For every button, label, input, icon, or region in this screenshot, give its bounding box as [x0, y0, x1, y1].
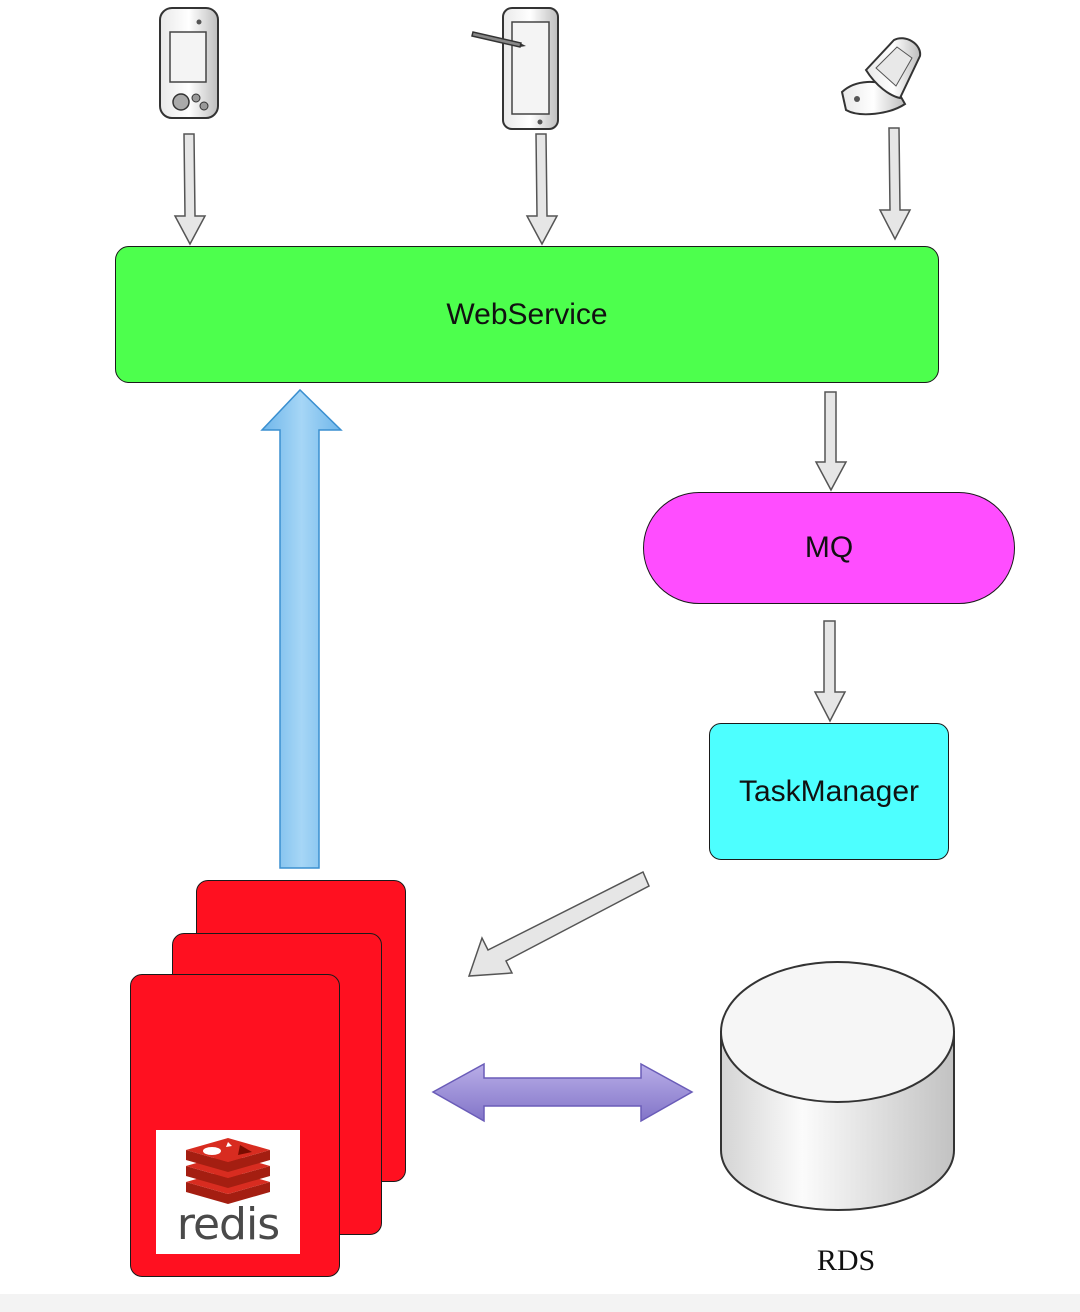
tablet-stylus-icon: [471, 7, 559, 130]
flow-arrow-taskmanager-redis: [467, 870, 650, 977]
rds-label: RDS: [816, 1244, 876, 1277]
flip-phone-icon: [840, 37, 922, 116]
database-cylinder-icon: [720, 961, 955, 1212]
mq-node: MQ: [643, 492, 1015, 604]
flow-arrow-webservice-mq: [814, 391, 848, 492]
flow-arrow-device2-webservice: [525, 133, 559, 246]
cache-read-arrow: [260, 388, 343, 869]
taskmanager-label: TaskManager: [738, 774, 920, 808]
redis-logo-text: redis: [176, 1199, 280, 1250]
pda-icon: [159, 7, 219, 119]
flow-arrow-device3-webservice: [878, 127, 912, 241]
taskmanager-node: TaskManager: [709, 723, 949, 860]
mq-label: MQ: [804, 531, 854, 564]
webservice-node: WebService: [115, 246, 939, 383]
flow-arrow-device1-webservice: [173, 133, 207, 246]
webservice-label: WebService: [446, 297, 608, 331]
page-bottom-edge: [0, 1294, 1080, 1312]
sync-double-arrow: [431, 1062, 694, 1123]
flow-arrow-mq-taskmanager: [813, 620, 847, 723]
redis-logo-icon: redis: [156, 1130, 300, 1254]
